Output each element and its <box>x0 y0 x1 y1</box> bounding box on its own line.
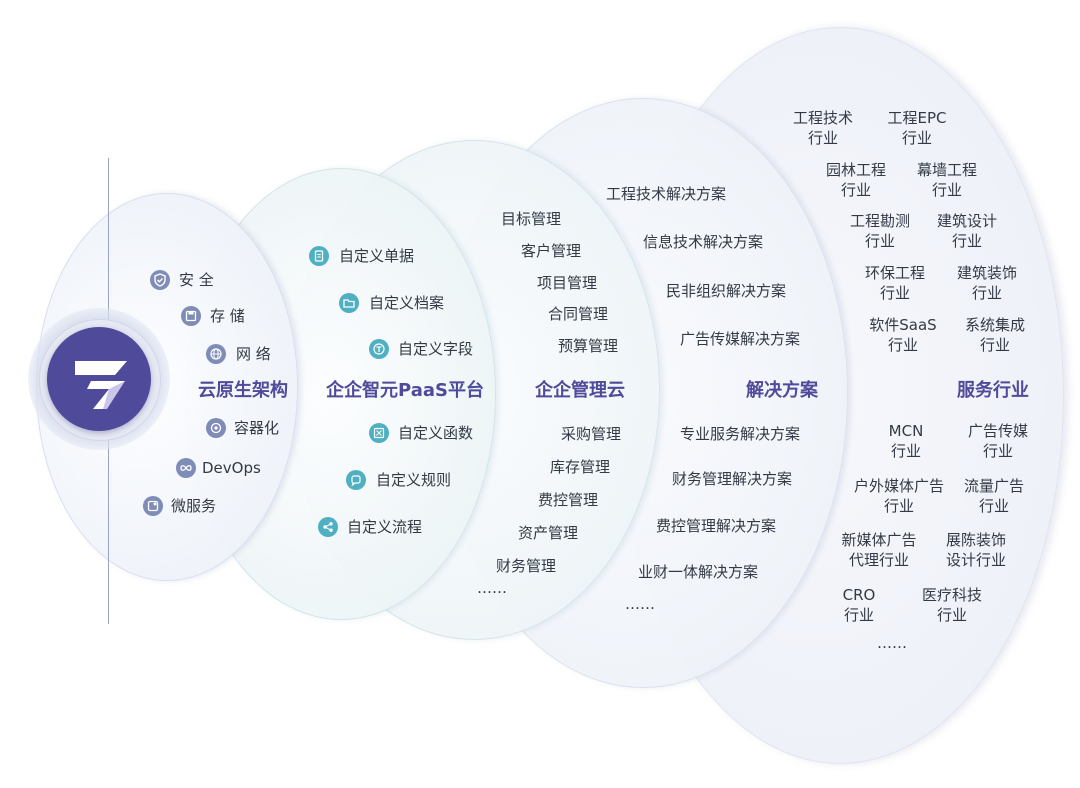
industries-title: 服务行业 <box>957 380 1029 401</box>
solutions-title: 解决方案 <box>746 380 818 401</box>
solution-item: 费控管理解决方案 <box>656 517 777 535</box>
core-item-label: 网 络 <box>236 345 271 363</box>
mgmt-item: 采购管理 <box>561 425 622 443</box>
core-item-label: 微服务 <box>171 497 217 515</box>
mgmt-item: 目标管理 <box>501 210 562 228</box>
solution-item: 业财一体解决方案 <box>638 563 759 581</box>
industry-item: 建筑装饰行业 <box>956 264 1018 302</box>
mgmt-item: 财务管理 <box>496 557 557 575</box>
mgmt-item: 客户管理 <box>521 242 582 260</box>
paas-item-label: 自定义字段 <box>398 340 474 358</box>
microservice-icon <box>143 496 163 516</box>
logo-icon <box>47 327 151 431</box>
solution-item: 民非组织解决方案 <box>666 282 787 300</box>
paas-item-label: 自定义流程 <box>347 518 423 536</box>
field-icon <box>369 339 389 359</box>
industry-item: 广告传媒行业 <box>967 422 1029 460</box>
industry-item: 户外媒体广告行业 <box>853 477 945 515</box>
document-icon <box>309 246 329 266</box>
paas-item-label: 自定义函数 <box>398 424 474 442</box>
solution-more: …… <box>625 595 655 613</box>
solution-item: 工程技术解决方案 <box>606 185 727 203</box>
mgmt-item: 项目管理 <box>537 274 598 292</box>
industry-item: 建筑设计行业 <box>936 212 998 250</box>
globe-icon <box>206 344 226 364</box>
shield-icon <box>150 270 170 290</box>
industry-item: 环保工程行业 <box>864 264 926 302</box>
flow-icon <box>318 517 338 537</box>
mgmt-item: 预算管理 <box>558 337 619 355</box>
paas-item-label: 自定义单据 <box>339 247 415 265</box>
solution-item: 信息技术解决方案 <box>643 233 764 251</box>
mgmt-item: 费控管理 <box>538 491 599 509</box>
core-item-label: 存 储 <box>210 307 245 325</box>
solution-item: 专业服务解决方案 <box>680 425 801 443</box>
core-title: 云原生架构 <box>198 380 288 401</box>
industry-item: 工程技术行业 <box>792 109 854 147</box>
rule-icon <box>346 470 366 490</box>
core-item-label: 安 全 <box>179 271 214 289</box>
infinity-icon <box>176 458 196 478</box>
industry-item: 幕墙工程行业 <box>916 161 978 199</box>
industry-item: 医疗科技行业 <box>921 586 983 624</box>
storage-icon <box>181 306 201 326</box>
industry-item: 流量广告行业 <box>963 477 1025 515</box>
industry-item: 新媒体广告代理行业 <box>841 531 917 569</box>
solution-item: 广告传媒解决方案 <box>680 330 801 348</box>
industries-more: …… <box>877 634 907 652</box>
mgmt-item: 库存管理 <box>550 458 611 476</box>
container-icon <box>206 418 226 438</box>
paas-item-label: 自定义规则 <box>376 471 452 489</box>
paas-item-label: 自定义档案 <box>369 294 445 312</box>
solution-item: 财务管理解决方案 <box>672 470 793 488</box>
paas-title: 企企智元PaaS平台 <box>326 380 484 401</box>
industry-item: 工程勘测行业 <box>849 212 911 250</box>
mgmt-item: 合同管理 <box>548 305 609 323</box>
core-item-label: DevOps <box>202 459 261 477</box>
function-icon <box>369 423 389 443</box>
mgmt-title: 企企管理云 <box>535 380 625 401</box>
mgmt-more: …… <box>477 579 507 597</box>
industry-item: 展陈装饰设计行业 <box>945 531 1007 569</box>
core-item-label: 容器化 <box>234 419 280 437</box>
folder-icon <box>339 293 359 313</box>
industry-item: 园林工程行业 <box>825 161 887 199</box>
mgmt-item: 资产管理 <box>518 524 579 542</box>
industry-item: 系统集成行业 <box>964 316 1026 354</box>
